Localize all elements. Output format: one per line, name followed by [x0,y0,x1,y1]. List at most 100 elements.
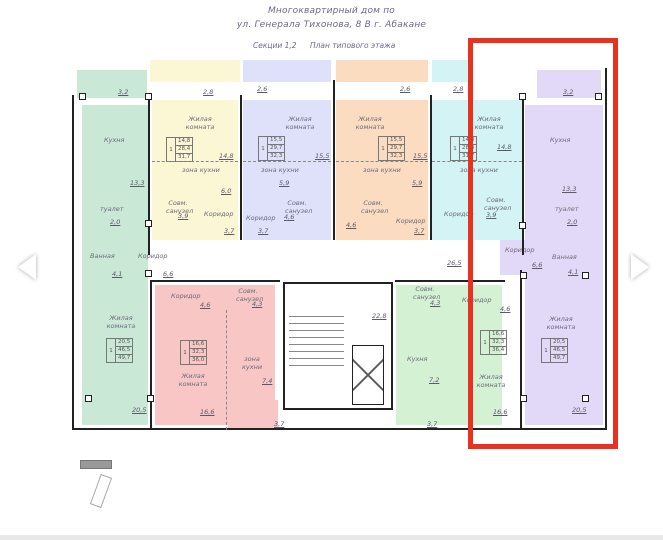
corridor-label: Коридор [171,292,201,300]
living-room-label: Жилая комната [185,115,215,131]
balcony-area: 2,8 [203,88,214,96]
next-arrow-icon[interactable] [631,254,649,280]
bath-label: Ванная [90,252,115,260]
column [582,272,589,279]
corridor-label: Коридор [396,217,426,225]
site-plan-thumbnail [80,460,112,469]
living-room-label: Жилая комната [106,314,136,330]
corridor-area: 3,7 [224,227,235,235]
kitchen-area: 6,0 [221,187,232,195]
bathroom-label: Совм. санузел [236,287,264,303]
wall [395,280,505,282]
corridor-label: Коридор [246,214,276,222]
balcony-area: 2,6 [400,85,411,93]
balcony-area: 3,2 [118,88,129,96]
balcony-area: 3,2 [563,88,574,96]
apartment-lightgreen[interactable] [396,285,502,425]
balcony-area: 2,8 [453,85,464,93]
outer-wall-right [605,68,607,430]
zone-divider [243,161,331,162]
living-room-label: Жилая комната [474,115,504,131]
bathroom-area: 3,9 [486,211,497,219]
corridor-label: Коридор [204,210,234,218]
balcony-green [77,70,147,98]
kitchen-area: 7,2 [429,376,440,384]
wall [522,95,524,255]
corridor-area: 3,7 [258,227,269,235]
corridor-label: Коридор [462,296,492,304]
column [145,270,152,277]
living-area: 14,8 [497,143,512,151]
kitchen-label: Кухня [104,136,125,144]
corridor-area: 6,6 [163,270,174,278]
apartment-green[interactable] [82,105,148,425]
title-line-1: Многоквартирный дом по [267,6,396,16]
top-yellow [150,60,240,82]
wall [240,95,242,240]
apartment-violet[interactable] [525,105,603,425]
kitchen-label: Кухня [407,355,428,363]
toilet-label: туалет [555,205,579,213]
toilet-label: туалет [100,205,124,213]
wall [148,95,150,255]
bathroom-label: Совм. санузел [413,285,441,301]
site-plan-building [89,473,113,509]
living-room-label: Жилая комната [178,372,208,388]
bathroom-area: 4,6 [284,213,295,221]
column [145,220,152,227]
apartment-cyan[interactable] [432,100,522,240]
kitchen-zone-label: зона кухни [460,166,498,174]
corridor-label: Коридор [444,210,474,218]
common-corridor-area: 26,5 [447,259,462,267]
column [147,395,154,402]
kitchen-area: 5,9 [412,179,423,187]
living-area: 15,5 [413,152,428,160]
corridor-area: 3,7 [414,227,425,235]
living-area: 14,8 [219,152,234,160]
bathroom-area: 4,6 [346,221,357,229]
highlight-frame [468,38,618,449]
bathroom-label: Совм. санузел [285,199,313,215]
column [519,222,526,229]
column [79,93,86,100]
living-area: 20,5 [572,406,587,414]
corridor-violet [500,240,530,275]
section-label: Секции 1,2 [253,41,297,50]
top-blue [243,60,331,82]
apartment-orange[interactable] [336,100,428,240]
column [519,93,526,100]
stairs [289,312,344,372]
bathroom-label: Совм. санузел [484,196,512,212]
living-room-label: Жилая комната [285,115,315,131]
bath-label: Ванная [552,253,577,261]
bathroom-area: 4,3 [252,300,263,308]
balcony-area: 2,6 [257,85,268,93]
plan-title: План типового этажа [310,41,396,50]
bathroom-label: Совм. санузел [166,199,194,215]
toilet-area: 2,0 [567,218,578,226]
wall [150,280,280,282]
balcony-area: 3,7 [274,420,285,428]
outer-wall-left [72,95,74,430]
previous-arrow-icon[interactable] [18,254,36,280]
living-room-label: Жилая комната [355,115,385,131]
outer-wall-bottom [72,428,607,430]
title-line-2: ул. Генерала Тихонова, 8 В г. Абакане [236,20,427,30]
balcony-violet [537,70,601,98]
apartment-yellow[interactable] [152,100,238,240]
corridor-label: Коридор [505,246,535,254]
zone-divider [152,161,238,162]
living-area: 16,6 [493,408,508,416]
column [520,272,527,279]
living-room-label: Жилая комната [546,315,576,331]
apartment-blue[interactable] [243,100,331,240]
kitchen-label: Кухня [550,136,571,144]
top-orange [336,60,428,82]
living-room-label: Жилая комната [476,373,506,389]
